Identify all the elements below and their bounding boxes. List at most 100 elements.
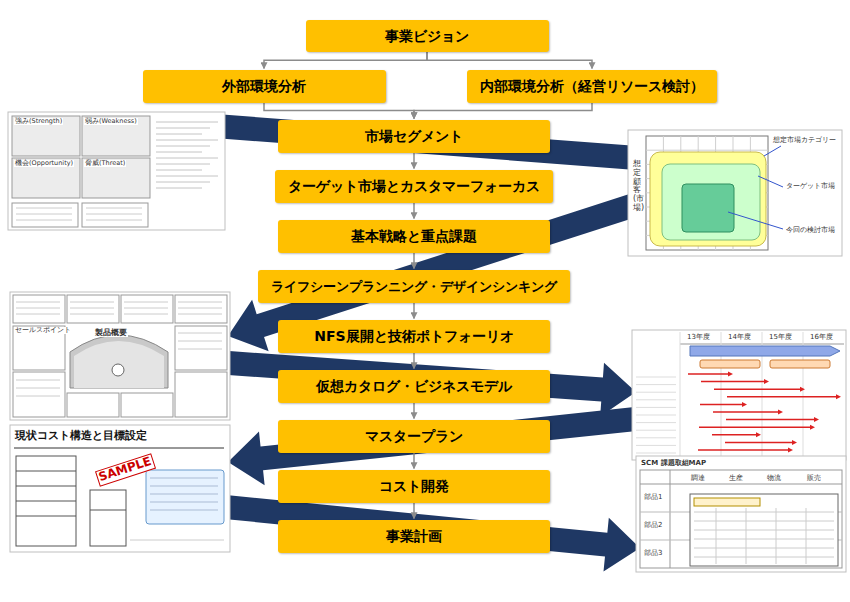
image-caption: 製品概要: [94, 328, 128, 337]
cost-bar: [90, 490, 126, 546]
text-line: [178, 308, 222, 309]
row-line: [694, 521, 834, 522]
year-label: 13年度: [686, 333, 711, 341]
text-line: [150, 478, 218, 479]
cell-title: セールスポイント: [14, 327, 72, 334]
column-head: 物流: [766, 474, 782, 482]
process-box: 内部環境分析（経営リソース検討）: [467, 70, 717, 103]
thumbnail-frame: [628, 130, 842, 256]
row-line: [636, 392, 676, 393]
swot-cell: [82, 116, 150, 156]
text-line: [150, 494, 218, 495]
row-line: [694, 539, 834, 540]
flow-connector: [413, 253, 415, 269]
plan-arrow-head: [778, 410, 783, 415]
text-line: [16, 388, 60, 389]
row-line: [636, 377, 676, 378]
flow-connector: [413, 153, 415, 169]
plan-arrow-head: [728, 372, 733, 377]
plan-arrow: [699, 426, 810, 428]
row-head: 部品1: [643, 493, 663, 501]
row-line: [636, 437, 676, 438]
text-line: [70, 308, 114, 309]
leader-line: [758, 176, 783, 187]
plan-arrow-head: [764, 379, 769, 384]
flow-connector: [264, 103, 414, 119]
row-head: 部品3: [643, 549, 663, 557]
thumbnail-frame: [636, 456, 846, 572]
cost-bar: [16, 456, 76, 546]
grid-line: [806, 508, 807, 564]
flow-connector: [414, 103, 592, 119]
sheet-title: SCM 課題取組MAP: [640, 459, 707, 467]
text-line: [16, 314, 60, 315]
text-line: [124, 308, 168, 309]
grid-line: [640, 512, 842, 513]
process-box: コスト開発: [278, 470, 550, 503]
market-label: ターゲット市場: [785, 182, 836, 190]
text-line: [156, 188, 202, 189]
text-line: [16, 308, 60, 309]
row-line: [636, 384, 676, 385]
text-line: [16, 208, 72, 209]
text-line: [156, 158, 218, 159]
text-line: [156, 176, 218, 177]
process-box: NFS展開と技術ポトフォーリオ: [278, 320, 550, 353]
text-line: [150, 510, 218, 511]
cost-split: [16, 486, 76, 487]
flow-connector: [264, 52, 427, 69]
plan-arrow: [726, 419, 814, 421]
box-label: 仮想カタログ・ビジネスモデル: [316, 378, 512, 395]
box-label: ターゲット市場とカスタマーフォーカス: [288, 178, 540, 195]
text-line: [156, 164, 210, 165]
plan-arrow-head: [814, 417, 819, 422]
flow-arrow: [214, 494, 640, 571]
text-line: [156, 182, 210, 183]
box-label: 事業ビジョン: [385, 28, 469, 45]
text-line: [16, 380, 60, 381]
row-line: [636, 399, 676, 400]
sheet-cell: [67, 295, 119, 323]
process-box: 基本戦略と重点課題: [278, 220, 550, 253]
text-line: [156, 140, 218, 141]
swot-cell: [12, 158, 80, 198]
column-head: 販売: [806, 474, 822, 482]
market-label: 想定市場カテゴリー: [772, 136, 837, 144]
text-line: [156, 152, 202, 153]
sheet-cell: [175, 372, 227, 417]
sheet-cell: [121, 393, 173, 417]
category-area: [650, 152, 766, 246]
text-line: [150, 502, 218, 503]
text-line: [124, 314, 168, 315]
text-line: [124, 302, 168, 303]
box-label: マスタープラン: [365, 428, 463, 445]
text-line: [178, 333, 222, 334]
flow-connector: [413, 403, 415, 419]
flow-connector: [413, 203, 415, 219]
sheet-cell: [67, 393, 119, 417]
grid-line: [680, 332, 681, 458]
flow-connector: [413, 503, 415, 519]
plan-arrow: [712, 434, 756, 436]
plan-arrow-head: [742, 402, 747, 407]
grid-line: [646, 150, 768, 151]
box-label: ライフシーンプランニング・デザインシンキング: [271, 279, 557, 294]
year-label: 16年度: [809, 333, 834, 341]
box-label: コスト開発: [379, 478, 449, 495]
plan-arrow: [701, 381, 764, 383]
text-line: [178, 314, 222, 315]
process-box: 市場セグメント: [278, 120, 550, 153]
plan-arrow-head: [792, 440, 797, 445]
column-head: 調達: [690, 474, 706, 482]
flow-arrow: [214, 350, 636, 416]
plan-arrow: [713, 411, 778, 413]
plan-box: [700, 360, 760, 368]
grid-line: [776, 508, 777, 564]
plan-box: [770, 360, 830, 368]
row-line: [636, 415, 676, 416]
grid-line: [716, 508, 717, 564]
detail-sheet: [690, 494, 838, 566]
thumbnail-frame: [10, 292, 230, 420]
cost-split: [16, 471, 76, 472]
